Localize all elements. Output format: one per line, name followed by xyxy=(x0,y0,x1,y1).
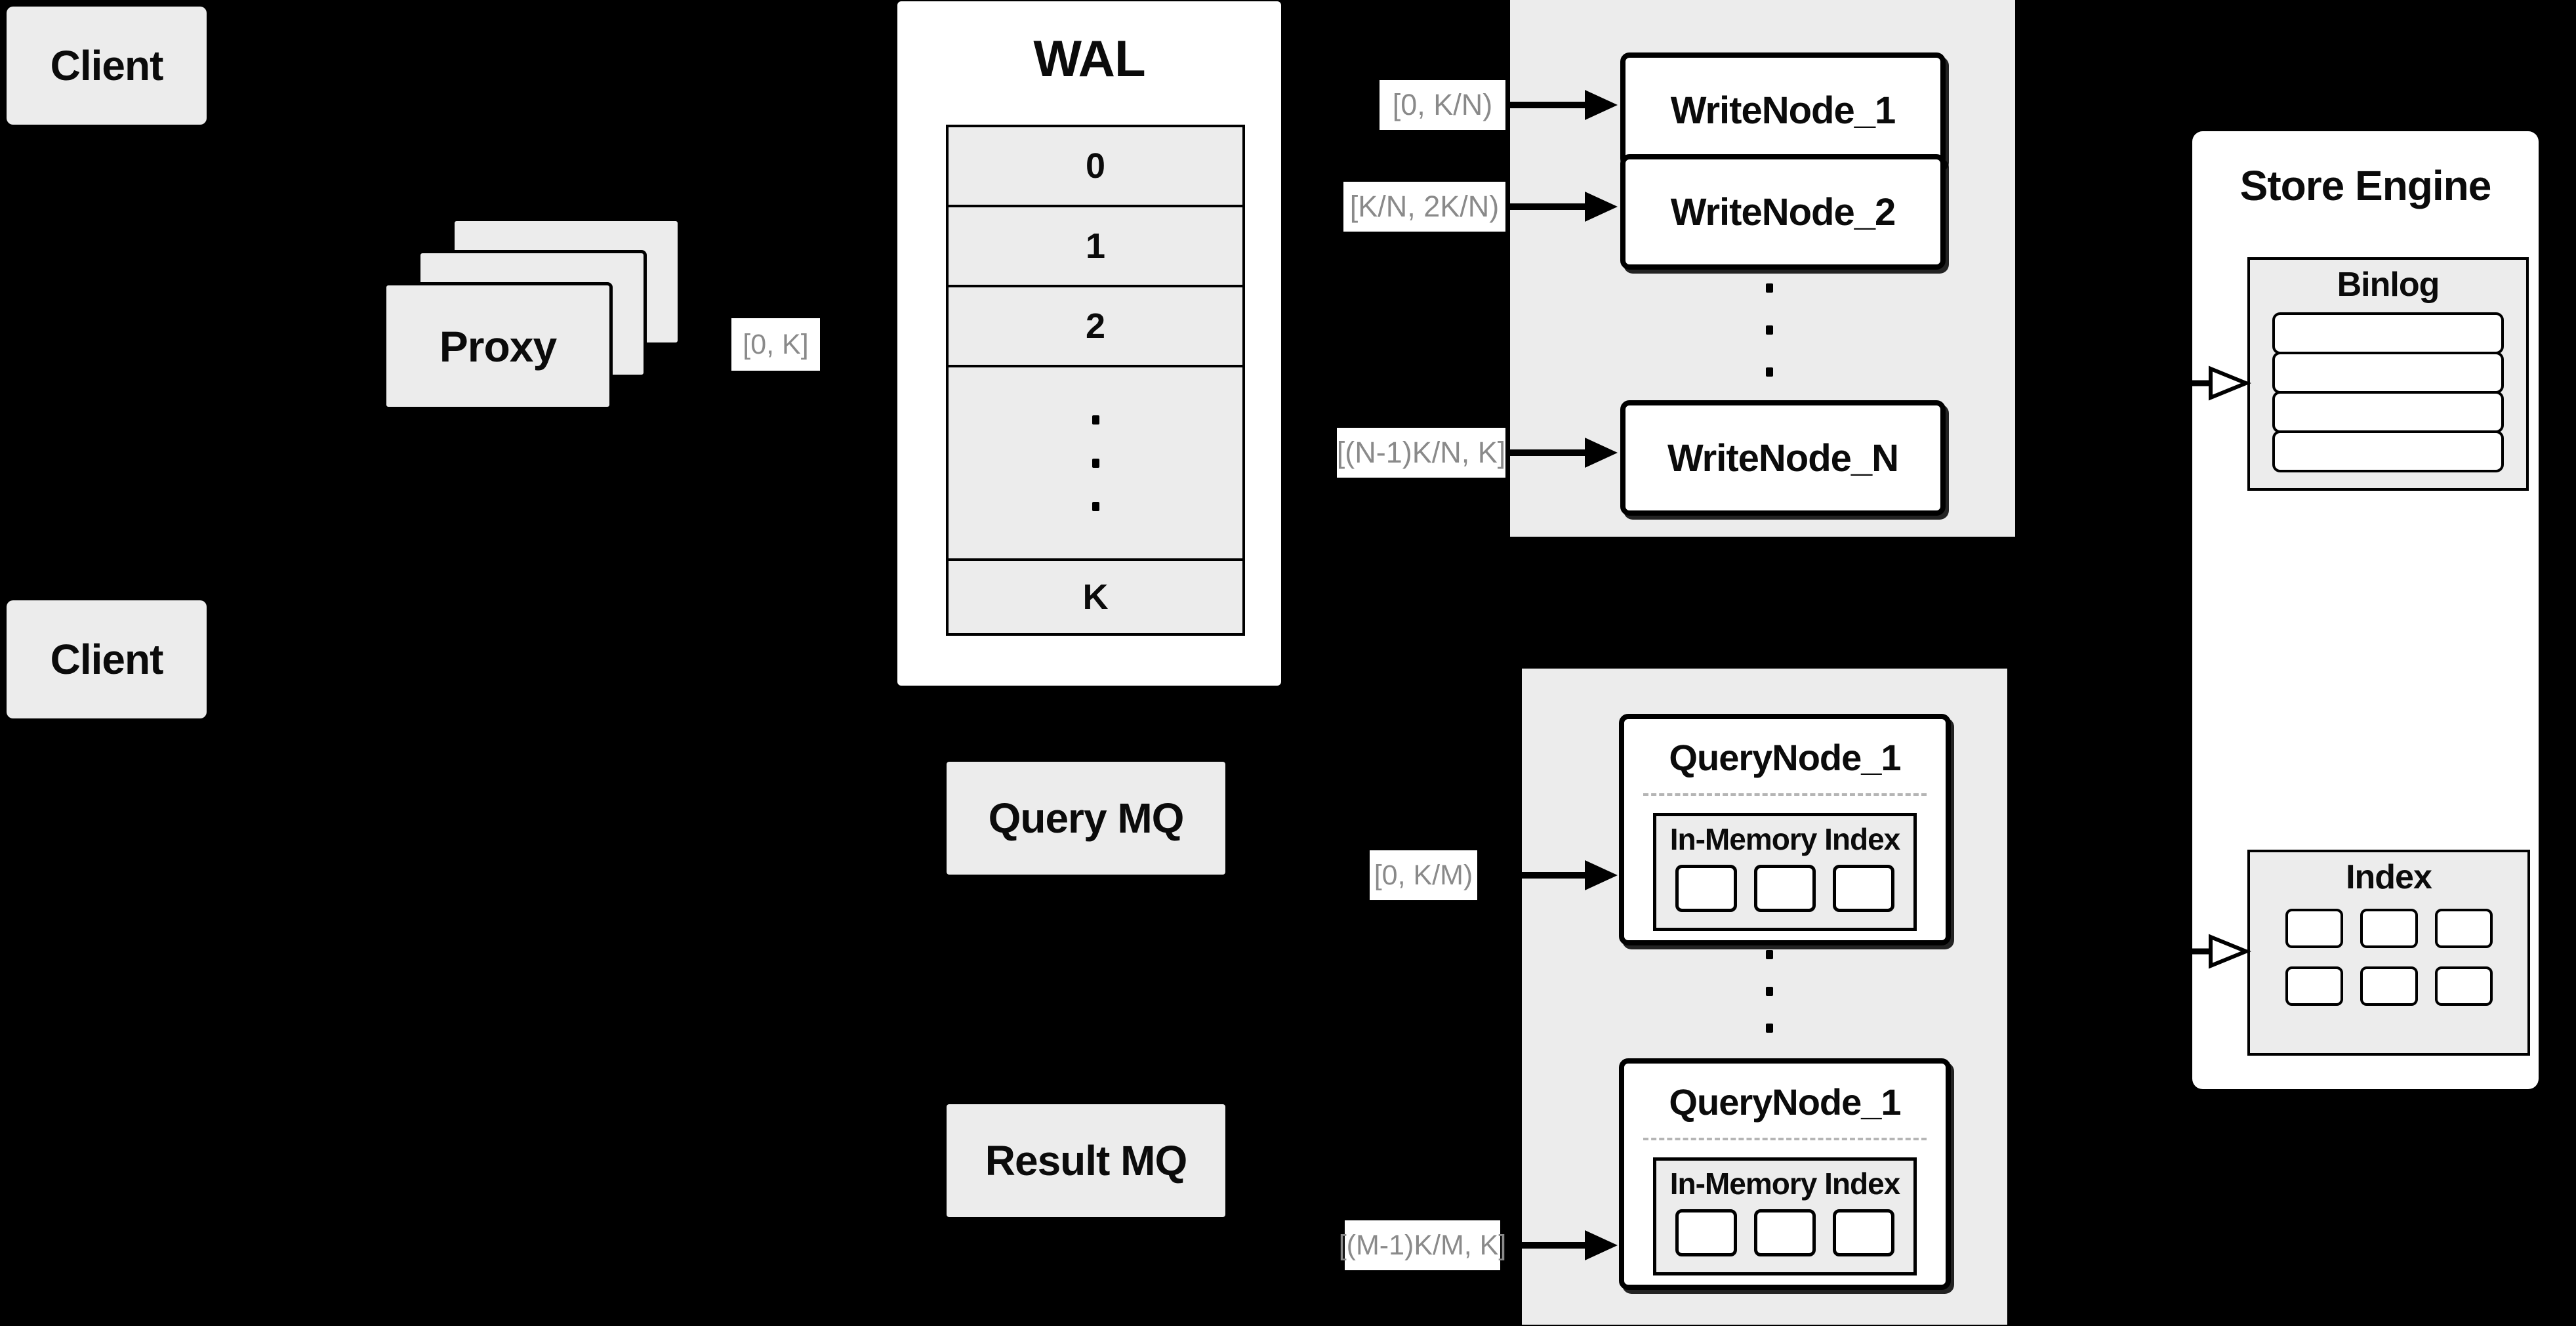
wal-row-2: 2 xyxy=(949,287,1242,367)
range-label-writenode-n: [(N-1)K/N, K] xyxy=(1337,428,1505,478)
arrow-to-writenode-n-icon xyxy=(1510,438,1618,468)
binlog-box: Binlog xyxy=(2247,257,2529,491)
index-segments xyxy=(2285,909,2493,1006)
range-label-querynode-m: [(M-1)K/M, K] xyxy=(1339,1220,1506,1270)
querynode-m-divider xyxy=(1643,1138,1927,1140)
inmemory-segments xyxy=(1675,865,1894,912)
arrow-to-writenode-1-icon xyxy=(1510,90,1618,120)
querynode-m-inmemory-panel: In-Memory Index xyxy=(1653,1157,1917,1275)
querynode-1-inmemory-panel: In-Memory Index xyxy=(1653,813,1917,931)
index-cell xyxy=(2360,909,2418,948)
querynode-m-box: QueryNode_1 In-Memory Index xyxy=(1619,1058,1951,1290)
binlog-segment xyxy=(2272,430,2504,472)
writenode-ellipsis-dots xyxy=(1766,283,1773,377)
binlog-segment xyxy=(2272,312,2504,354)
range-label-writenode-2: [K/N, 2K/N) xyxy=(1343,182,1505,232)
querynode-1-label: QueryNode_1 xyxy=(1669,737,1901,778)
wal-panel: WAL 0 1 2 K xyxy=(897,1,1281,686)
querynode-1-divider xyxy=(1643,793,1927,796)
binlog-segment xyxy=(2272,352,2504,394)
open-arrow-to-binlog-icon xyxy=(2178,365,2251,401)
store-engine-title: Store Engine xyxy=(2239,162,2492,209)
client-bottom-label: Client xyxy=(50,636,164,683)
index-title: Index xyxy=(2346,858,2432,896)
querynode-ellipsis-dots xyxy=(1766,950,1773,1033)
range-label-writenode-1: [0, K/N) xyxy=(1380,80,1505,130)
query-mq-label: Query MQ xyxy=(988,795,1185,842)
inmemory-index-label: In-Memory Index xyxy=(1669,1167,1901,1201)
inmemory-index-label: In-Memory Index xyxy=(1669,822,1901,856)
client-bottom-box: Client xyxy=(7,600,207,718)
binlog-segment xyxy=(2272,391,2504,433)
wal-log-table: 0 1 2 K xyxy=(946,125,1245,636)
proxy-label: Proxy xyxy=(439,321,557,371)
open-arrow-to-index-icon xyxy=(2178,934,2251,969)
binlog-title: Binlog xyxy=(2337,266,2440,304)
writenode-1-label: WriteNode_1 xyxy=(1670,89,1896,132)
client-top-box: Client xyxy=(7,7,207,125)
wal-title: WAL xyxy=(1033,30,1145,87)
index-cell xyxy=(2434,966,2493,1006)
wal-row-1: 1 xyxy=(949,207,1242,287)
arrow-to-querynode-m-icon xyxy=(1522,1230,1618,1260)
segment-cell xyxy=(1675,1209,1737,1256)
querynode-m-label: QueryNode_1 xyxy=(1669,1081,1901,1123)
wal-row-k: K xyxy=(949,561,1242,633)
segment-cell xyxy=(1675,865,1737,912)
inmemory-segments xyxy=(1675,1209,1894,1256)
segment-cell xyxy=(1833,865,1894,912)
index-box: Index xyxy=(2247,850,2530,1056)
writenode-n-box: WriteNode_N xyxy=(1620,400,1946,516)
result-mq-box: Result MQ xyxy=(947,1104,1225,1217)
arrow-to-writenode-2-icon xyxy=(1510,192,1618,222)
querynode-1-box: QueryNode_1 In-Memory Index xyxy=(1619,714,1951,945)
segment-cell xyxy=(1833,1209,1894,1256)
wal-row-0: 0 xyxy=(949,127,1242,207)
client-top-label: Client xyxy=(50,42,164,89)
segment-cell xyxy=(1754,865,1816,912)
writenode-n-label: WriteNode_N xyxy=(1667,436,1899,480)
proxy-card-front: Proxy xyxy=(383,282,613,410)
range-label-querynode-1: [0, K/M) xyxy=(1370,850,1477,900)
index-cell xyxy=(2434,909,2493,948)
result-mq-label: Result MQ xyxy=(985,1137,1187,1184)
index-cell xyxy=(2285,966,2343,1006)
store-engine-panel: Store Engine Binlog Index xyxy=(2192,131,2539,1089)
index-cell xyxy=(2360,966,2418,1006)
query-mq-box: Query MQ xyxy=(947,762,1225,875)
range-label-proxy-to-wal: [0, K] xyxy=(731,318,820,371)
writenode-2-label: WriteNode_2 xyxy=(1670,190,1896,234)
arrow-to-querynode-1-icon xyxy=(1522,860,1618,890)
writenode-2-box: WriteNode_2 xyxy=(1620,154,1946,270)
wal-ellipsis-dots xyxy=(1092,415,1099,511)
index-cell xyxy=(2285,909,2343,948)
segment-cell xyxy=(1754,1209,1816,1256)
writenode-1-box: WriteNode_1 xyxy=(1620,52,1946,168)
wal-row-ellipsis xyxy=(949,367,1242,561)
